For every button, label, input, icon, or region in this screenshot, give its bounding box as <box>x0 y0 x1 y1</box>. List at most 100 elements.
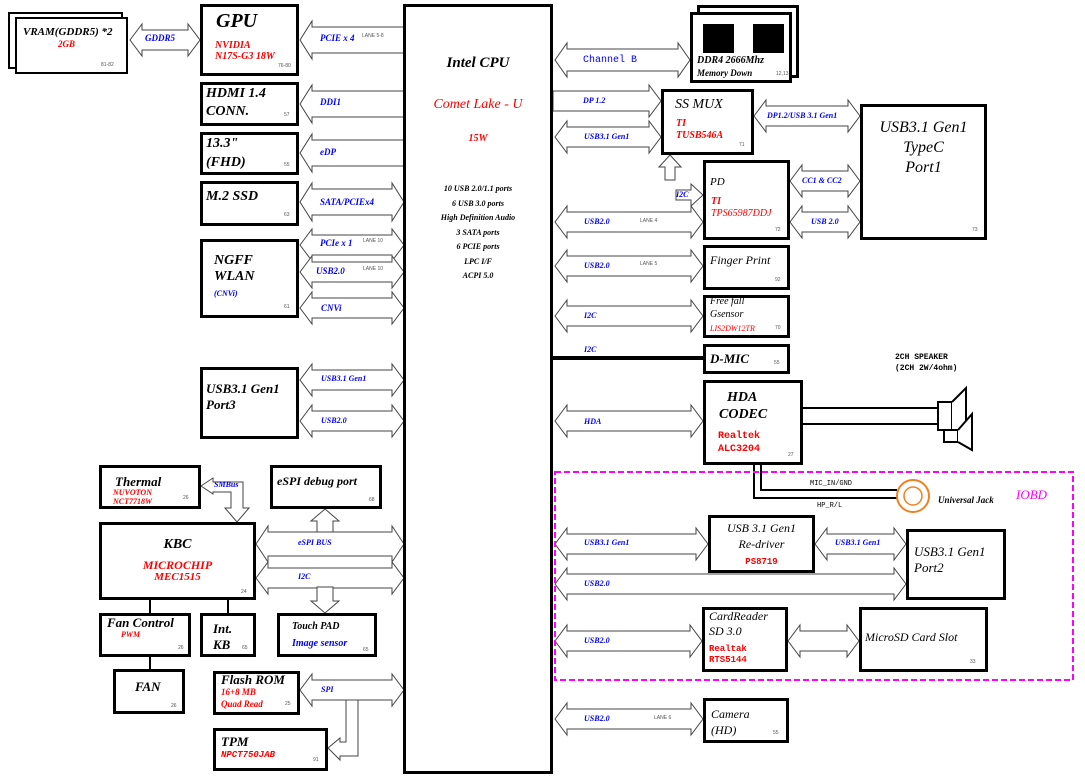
cpu-feature-item: 6 PCIE ports <box>456 242 500 251</box>
wlan-line2: WLAN <box>214 269 255 284</box>
bus-hda: HDA <box>584 417 602 426</box>
flash-rom-size: 16+8 MB <box>221 687 256 697</box>
iobd-border <box>554 471 1074 681</box>
hda-codec-block[interactable] <box>703 380 803 465</box>
pd-vendor: TI <box>711 196 721 207</box>
int-kb-block[interactable] <box>200 613 256 657</box>
arrow-gs-i2c <box>554 298 704 334</box>
bus-cnvi: CNVi <box>321 303 342 313</box>
gpu-block[interactable] <box>200 4 299 76</box>
kbc-vendor: MICROCHIP <box>142 558 213 572</box>
typec-port1-block[interactable] <box>860 104 987 240</box>
codec-line2: CODEC <box>719 407 768 422</box>
touchpad-sub: Image sensor <box>292 638 348 649</box>
microsd-title: MicroSD Card Slot <box>865 630 958 644</box>
redriver-part: PS8719 <box>745 557 778 567</box>
cardreader-line1: CardReader <box>709 609 768 623</box>
arrow-tpm <box>327 699 359 762</box>
int-kb-line1: Int. <box>213 621 233 636</box>
kbc-part: MEC1515 <box>154 571 201 583</box>
bus-espi: eSPI BUS <box>298 538 332 547</box>
cpu-feature-item: 6 USB 3.0 ports <box>451 198 504 208</box>
fan-control-block[interactable] <box>99 613 191 657</box>
dmic-block[interactable] <box>703 344 790 374</box>
arrow-fp-usb2 <box>554 248 704 284</box>
redriver-line2: Re-driver <box>738 537 785 551</box>
pd-page: 72 <box>775 227 781 233</box>
codec-vendor: Realtek <box>718 431 761 442</box>
vram-block[interactable] <box>15 17 128 74</box>
int-kb-page: 65 <box>242 645 248 651</box>
panel-block[interactable] <box>200 132 299 175</box>
tpm-block[interactable] <box>213 728 328 771</box>
arrow-ddi1 <box>299 83 405 125</box>
thermal-page: 26 <box>183 495 189 501</box>
thermal-block[interactable] <box>99 465 201 509</box>
cpu-tdp: 15W <box>468 133 488 144</box>
kbc-block[interactable] <box>99 522 256 600</box>
redriver-block[interactable] <box>708 515 815 573</box>
bus-wlan-usb-lane: LANE 10 <box>363 266 384 272</box>
iobd-label: IOBD <box>1016 487 1048 502</box>
usb-port3-line2: Port3 <box>206 397 236 412</box>
arrow-p3-usb2 <box>299 403 405 439</box>
wlan-block[interactable] <box>200 239 299 318</box>
pd-block[interactable] <box>703 160 790 240</box>
gsensor-part: LIS2DW12TR <box>710 324 755 333</box>
flash-rom-block[interactable] <box>213 671 300 715</box>
gpu-vendor: NVIDIA <box>215 40 251 51</box>
bus-rd-usb3: USB3.1 Gen1 <box>584 538 630 547</box>
fingerprint-block[interactable] <box>703 245 790 290</box>
gsensor-block[interactable] <box>703 295 790 338</box>
ssd-block[interactable] <box>200 181 299 226</box>
touchpad-block[interactable] <box>277 613 377 657</box>
espi-debug-block[interactable] <box>270 465 382 509</box>
typec-line2: TypeC <box>903 139 944 156</box>
bus-dp12: DP 1.2 <box>583 96 606 105</box>
bus-dmic-i2c: I2C <box>584 345 597 354</box>
arrow-cnvi <box>299 290 405 326</box>
usb-port2-line1: USB3.1 Gen1 <box>914 544 986 559</box>
universal-jack-label: Universal Jack <box>938 495 994 505</box>
arrow-rd-usb3 <box>554 526 709 562</box>
thermal-part: NCT7718W <box>113 497 153 506</box>
tpm-part: NPCT750JAB <box>221 750 276 760</box>
cpu-block[interactable] <box>403 4 553 774</box>
ddr4-line2: Memory Down <box>697 68 753 78</box>
thermal-title: Thermal <box>115 474 162 489</box>
flash-rom-page: 25 <box>285 701 291 707</box>
bus-fp-usb2: USB2.0 <box>584 261 610 270</box>
cpu-feature-item: LPC I/F <box>464 256 492 266</box>
camera-line2: (HD) <box>711 723 737 737</box>
fan-page: 26 <box>171 703 177 709</box>
gsensor-line2: Gsensor <box>710 309 744 320</box>
cpu-feature-item: ACPI 5.0 <box>462 271 494 280</box>
cardreader-block[interactable] <box>702 607 788 672</box>
hdmi-block[interactable] <box>200 82 299 126</box>
arrow-touchpad <box>309 586 341 614</box>
arrow-cr-microsd <box>787 623 860 659</box>
ss-mux-block[interactable] <box>661 89 754 155</box>
bus-edp: eDP <box>320 147 336 157</box>
bus-p3-usb2: USB2.0 <box>321 416 347 425</box>
arrow-dp12 <box>552 83 662 119</box>
codec-line1: HDA <box>727 390 758 405</box>
pd-title: PD <box>710 176 725 188</box>
usb-port3-block[interactable] <box>200 367 299 439</box>
bus-rd-p2-usb3: USB3.1 Gen1 <box>835 538 881 547</box>
hdmi-line1: HDMI 1.4 <box>206 86 266 101</box>
microsd-block[interactable] <box>859 607 988 672</box>
fan-block[interactable] <box>113 669 185 714</box>
cpu-feature-item: 3 SATA ports <box>456 227 500 237</box>
ss-mux-part: TUSB546A <box>676 130 724 141</box>
thermal-vendor: NUVOTON <box>113 488 152 497</box>
flash-rom-mode: Quad Read <box>221 699 263 709</box>
usb-port2-block[interactable] <box>906 529 1006 600</box>
bus-wlan-usb: USB2.0 <box>316 266 345 276</box>
camera-page: 55 <box>773 730 779 736</box>
fingerprint-page: 92 <box>775 277 781 283</box>
speaker-icon <box>937 385 973 452</box>
bus-mux-usb3: USB3.1 Gen1 <box>584 132 630 141</box>
camera-block[interactable] <box>703 698 789 743</box>
